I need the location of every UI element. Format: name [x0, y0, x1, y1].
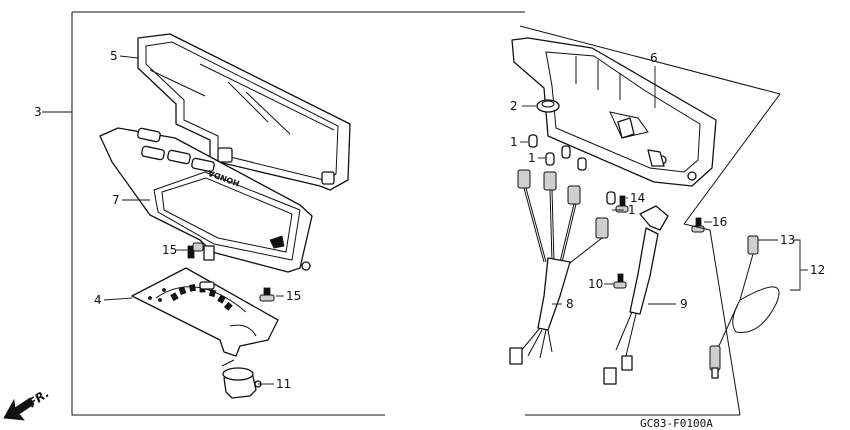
callout-9: 9: [680, 297, 688, 311]
front-direction-indicator: FR.: [3, 386, 52, 421]
bulb-socket-group: [528, 134, 616, 205]
callout-16: 16: [712, 215, 727, 229]
callout-11: 10: [588, 277, 603, 291]
callout-6: 6: [650, 51, 658, 65]
wire-harness: [509, 169, 609, 365]
indicator-windows: [137, 127, 215, 173]
callout-15-upper: 15: [162, 243, 177, 257]
left-assembly-frame: [71, 11, 740, 416]
callout-numbers: 3 5 7 4 15 15 11 2 6 1 1 14 1 16 13 12 1…: [34, 49, 825, 391]
callout-7: 7: [112, 193, 120, 207]
callout-8: 8: [566, 297, 574, 311]
callout-2: 2: [510, 99, 518, 113]
figure-code: GC83-F0100A: [640, 417, 713, 430]
screw-16: [691, 217, 705, 233]
right-assembly-frame: [519, 25, 781, 416]
grommet: [536, 99, 560, 113]
meter-cup: [221, 359, 262, 399]
callout-5: 5: [110, 49, 118, 63]
callout-1-a: 1: [510, 135, 518, 149]
speedometer-dial-plate: [131, 267, 279, 357]
callout-1-c: 1: [628, 203, 636, 217]
meter-panel: HONDA: [99, 127, 313, 273]
callout-10: 11: [276, 377, 291, 391]
callout-3: 3: [34, 105, 42, 119]
screw-14: [615, 195, 629, 213]
speedometer-cable: [709, 235, 780, 379]
leader-lines: [42, 55, 808, 385]
callout-15-lower: 15: [286, 289, 301, 303]
callout-13: 13: [780, 233, 795, 247]
front-arrow-icon: [3, 397, 35, 421]
screw-11: [613, 273, 627, 289]
meter-case-top: [137, 33, 351, 191]
meter-case-lower: [511, 37, 717, 187]
screw-lower: [259, 287, 275, 302]
sub-harness: [603, 205, 669, 385]
callout-4: 4: [94, 293, 102, 307]
callout-12: 12: [810, 263, 825, 277]
callout-14: 14: [630, 191, 645, 205]
screw-upper: [183, 242, 204, 259]
callout-1-b: 1: [528, 151, 536, 165]
